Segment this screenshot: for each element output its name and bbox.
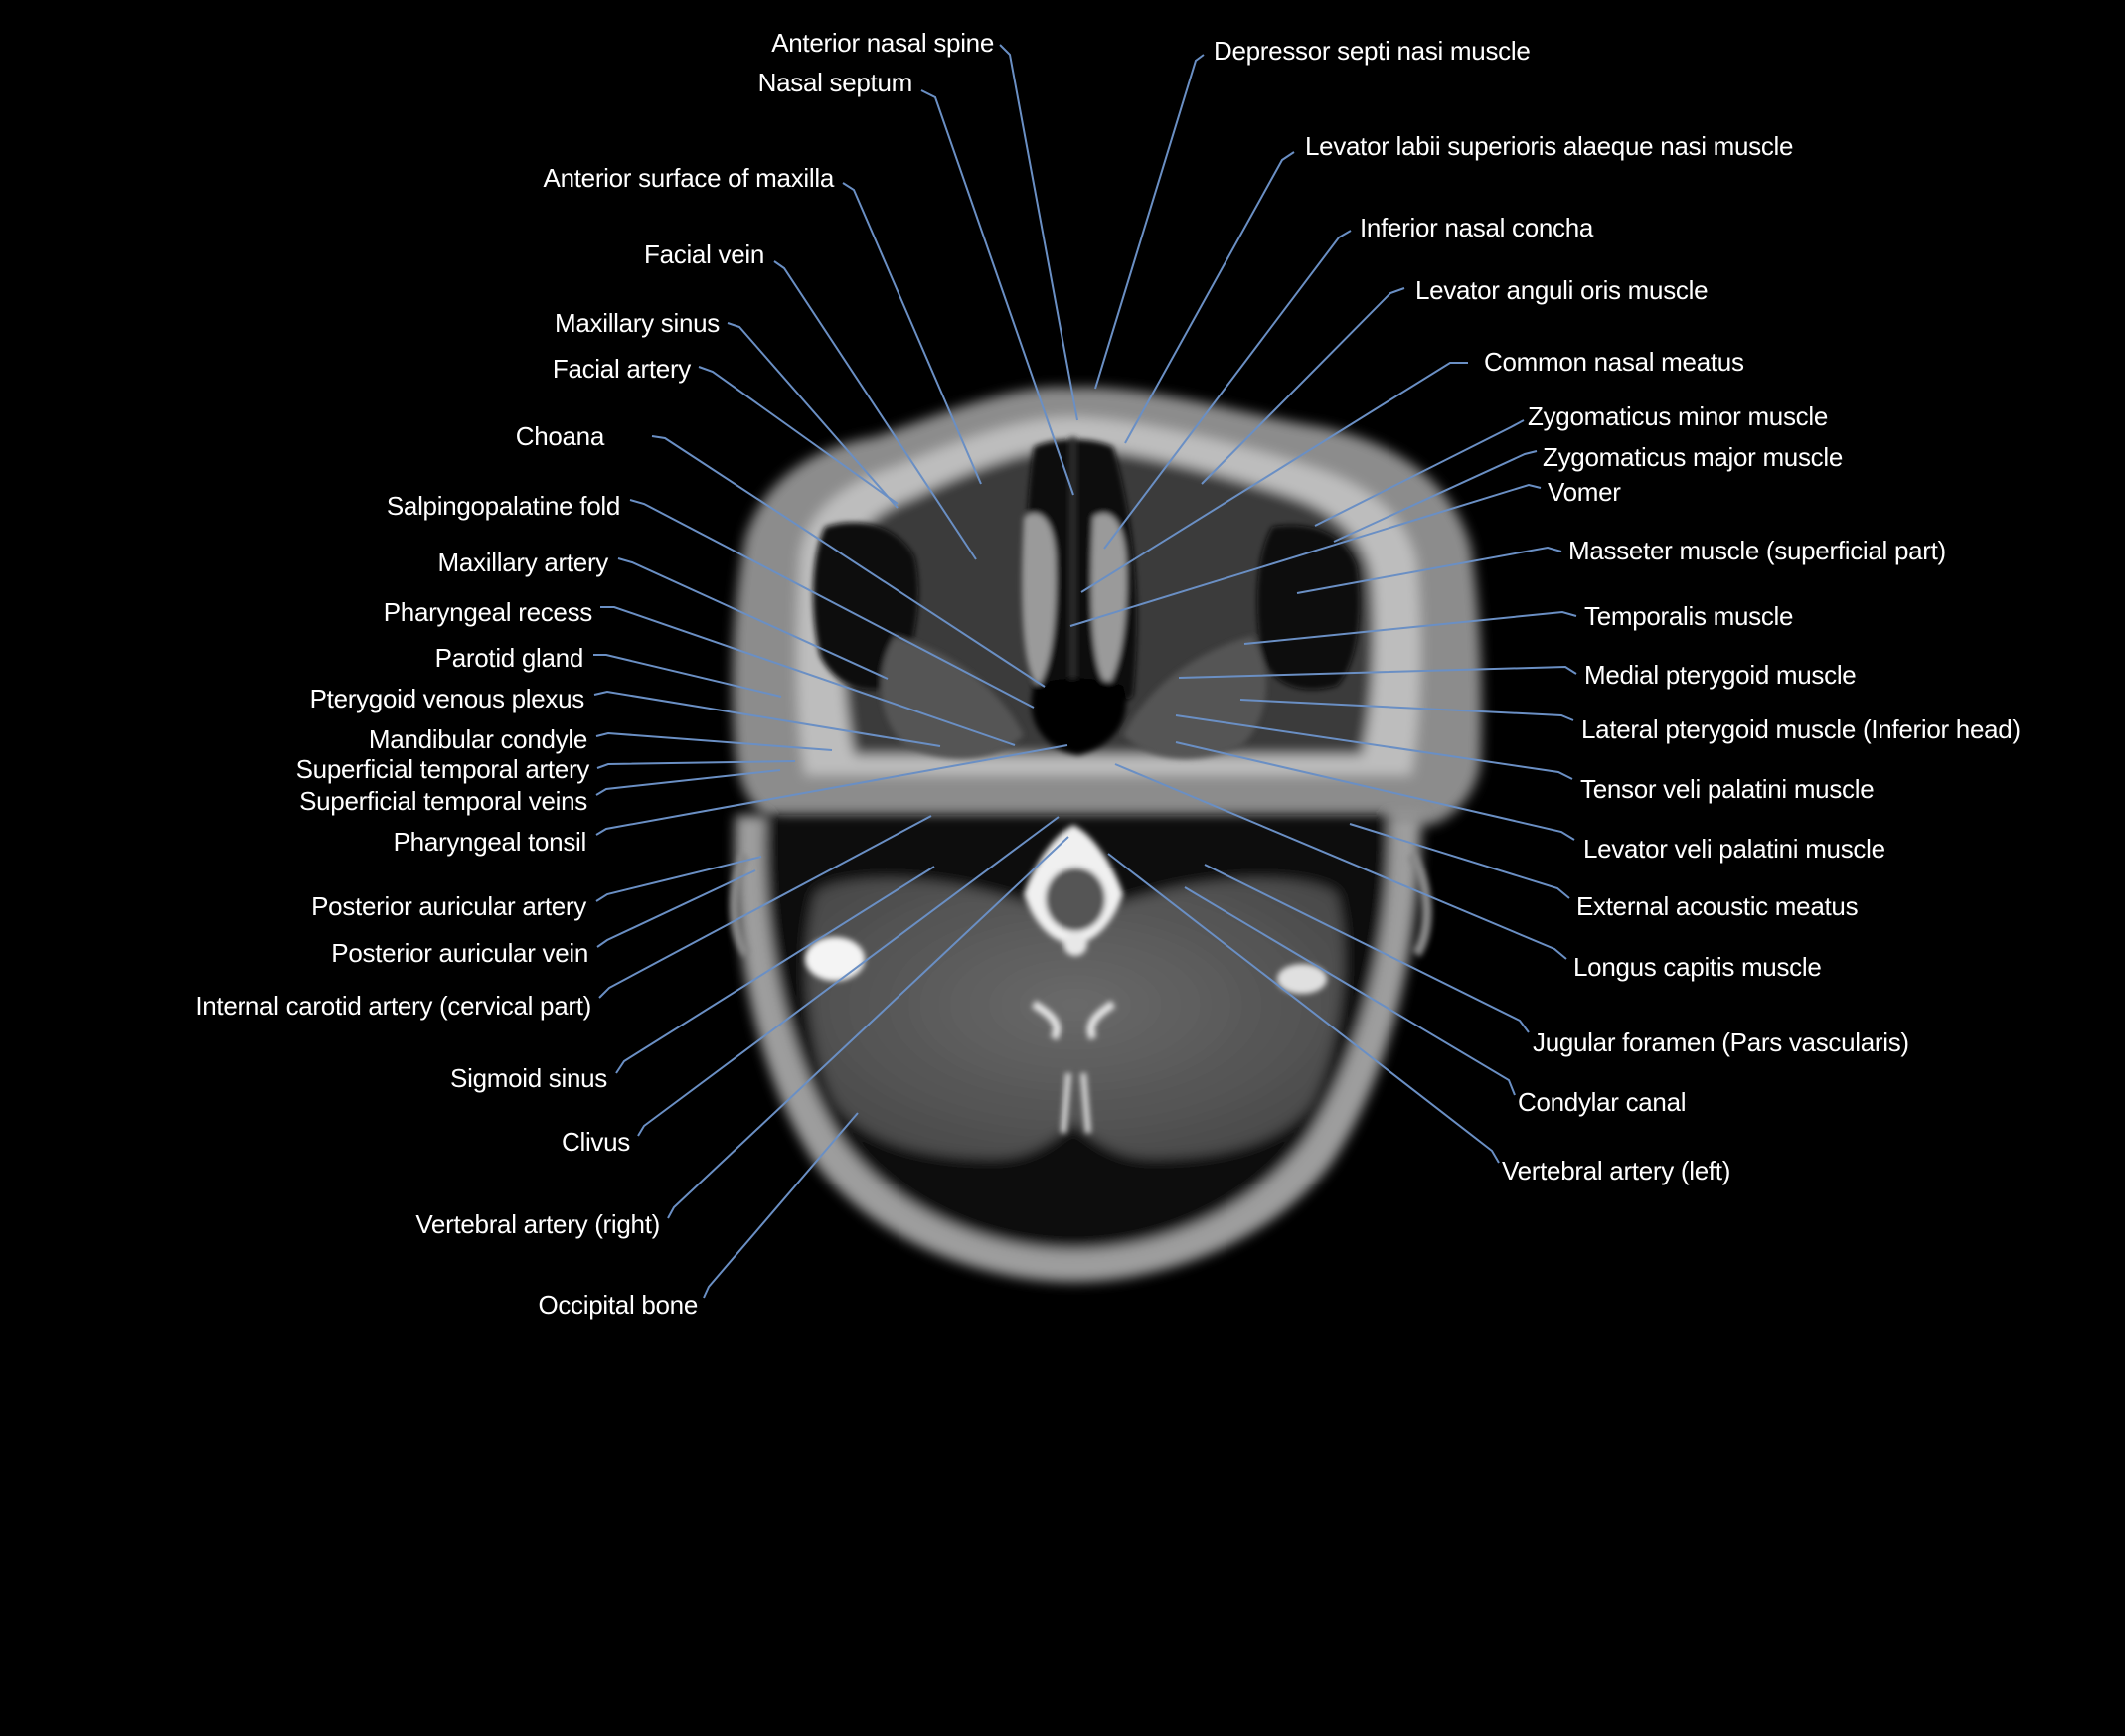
label-sigmoid-sinus[interactable]: Sigmoid sinus bbox=[450, 1063, 607, 1093]
label-internal-carotid-artery[interactable]: Internal carotid artery (cervical part) bbox=[195, 991, 591, 1021]
label-parotid-gland[interactable]: Parotid gland bbox=[434, 643, 584, 673]
label-maxillary-artery[interactable]: Maxillary artery bbox=[437, 548, 609, 577]
label-levator-labii-superioris-alaeque-nasi-muscle[interactable]: Levator labii superioris alaeque nasi mu… bbox=[1305, 131, 1794, 161]
label-maxillary-sinus[interactable]: Maxillary sinus bbox=[555, 308, 720, 338]
label-pharyngeal-tonsil[interactable]: Pharyngeal tonsil bbox=[393, 827, 587, 857]
label-vertebral-artery-left[interactable]: Vertebral artery (left) bbox=[1502, 1156, 1731, 1185]
label-superficial-temporal-artery[interactable]: Superficial temporal artery bbox=[295, 754, 590, 784]
label-lateral-pterygoid-muscle[interactable]: Lateral pterygoid muscle (Inferior head) bbox=[1581, 714, 2021, 744]
label-salpingopalatine-fold[interactable]: Salpingopalatine fold bbox=[386, 491, 620, 521]
label-clivus[interactable]: Clivus bbox=[562, 1127, 630, 1157]
label-inferior-nasal-concha[interactable]: Inferior nasal concha bbox=[1360, 213, 1594, 242]
label-jugular-foramen[interactable]: Jugular foramen (Pars vascularis) bbox=[1533, 1027, 1909, 1057]
label-pterygoid-venous-plexus[interactable]: Pterygoid venous plexus bbox=[309, 684, 585, 713]
label-tensor-veli-palatini-muscle[interactable]: Tensor veli palatini muscle bbox=[1580, 774, 1875, 804]
label-facial-vein[interactable]: Facial vein bbox=[644, 239, 764, 269]
label-anterior-nasal-spine[interactable]: Anterior nasal spine bbox=[771, 28, 994, 58]
label-zygomaticus-major-muscle[interactable]: Zygomaticus major muscle bbox=[1543, 442, 1843, 472]
label-levator-anguli-oris-muscle[interactable]: Levator anguli oris muscle bbox=[1415, 275, 1709, 305]
brainstem bbox=[1046, 868, 1105, 931]
label-choana[interactable]: Choana bbox=[515, 421, 605, 451]
label-condylar-canal[interactable]: Condylar canal bbox=[1518, 1087, 1687, 1117]
label-vertebral-artery-right[interactable]: Vertebral artery (right) bbox=[415, 1209, 660, 1239]
label-common-nasal-meatus[interactable]: Common nasal meatus bbox=[1484, 347, 1744, 377]
label-mandibular-condyle[interactable]: Mandibular condyle bbox=[368, 724, 587, 754]
label-medial-pterygoid-muscle[interactable]: Medial pterygoid muscle bbox=[1584, 660, 1857, 690]
label-temporalis-muscle[interactable]: Temporalis muscle bbox=[1584, 601, 1794, 631]
label-pharyngeal-recess[interactable]: Pharyngeal recess bbox=[383, 597, 593, 627]
label-nasal-septum[interactable]: Nasal septum bbox=[757, 68, 913, 97]
label-vomer[interactable]: Vomer bbox=[1548, 477, 1621, 507]
label-external-acoustic-meatus[interactable]: External acoustic meatus bbox=[1576, 891, 1859, 921]
label-occipital-bone[interactable]: Occipital bone bbox=[538, 1290, 698, 1320]
label-posterior-auricular-artery[interactable]: Posterior auricular artery bbox=[311, 891, 586, 921]
label-masseter-muscle[interactable]: Masseter muscle (superficial part) bbox=[1568, 536, 1946, 565]
label-anterior-surface-of-maxilla[interactable]: Anterior surface of maxilla bbox=[543, 163, 835, 193]
label-posterior-auricular-vein[interactable]: Posterior auricular vein bbox=[331, 938, 588, 968]
label-depressor-septi-nasi-muscle[interactable]: Depressor septi nasi muscle bbox=[1214, 36, 1531, 66]
label-longus-capitis-muscle[interactable]: Longus capitis muscle bbox=[1573, 952, 1822, 982]
label-facial-artery[interactable]: Facial artery bbox=[552, 354, 691, 384]
label-superficial-temporal-veins[interactable]: Superficial temporal veins bbox=[299, 786, 587, 816]
label-levator-veli-palatini-muscle[interactable]: Levator veli palatini muscle bbox=[1583, 834, 1885, 864]
label-zygomaticus-minor-muscle[interactable]: Zygomaticus minor muscle bbox=[1528, 401, 1828, 431]
left-maxillary-sinus bbox=[1256, 525, 1360, 690]
